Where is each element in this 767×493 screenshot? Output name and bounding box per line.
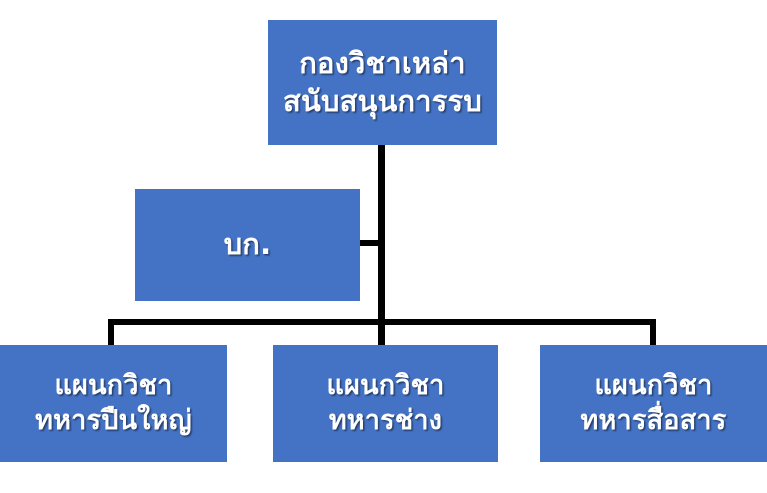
connector-drop-child-2 <box>650 319 656 347</box>
org-node-child-engineer[interactable]: แผนกวิชา ทหารช่าง <box>273 345 498 462</box>
org-node-staff-label: บก. <box>223 227 272 262</box>
org-node-child-1-label: แผนกวิชา ทหารช่าง <box>326 369 445 436</box>
org-node-child-0-label: แผนกวิชา ทหารปืนใหญ่ <box>35 369 192 436</box>
connector-drop-child-0 <box>108 319 114 347</box>
org-node-root-label: กองวิชาเหล่า สนับสนุนการรบ <box>283 46 482 118</box>
org-node-child-artillery[interactable]: แผนกวิชา ทหารปืนใหญ่ <box>0 345 227 462</box>
org-node-staff[interactable]: บก. <box>135 189 360 301</box>
connector-drop-child-1 <box>378 319 385 347</box>
org-node-root[interactable]: กองวิชาเหล่า สนับสนุนการรบ <box>268 20 497 145</box>
org-node-child-signal[interactable]: แผนกวิชา ทหารสื่อสาร <box>540 345 767 462</box>
org-node-child-2-label: แผนกวิชา ทหารสื่อสาร <box>580 369 727 436</box>
connector-root-to-bus <box>378 145 385 326</box>
connector-staff-stub <box>358 240 382 246</box>
